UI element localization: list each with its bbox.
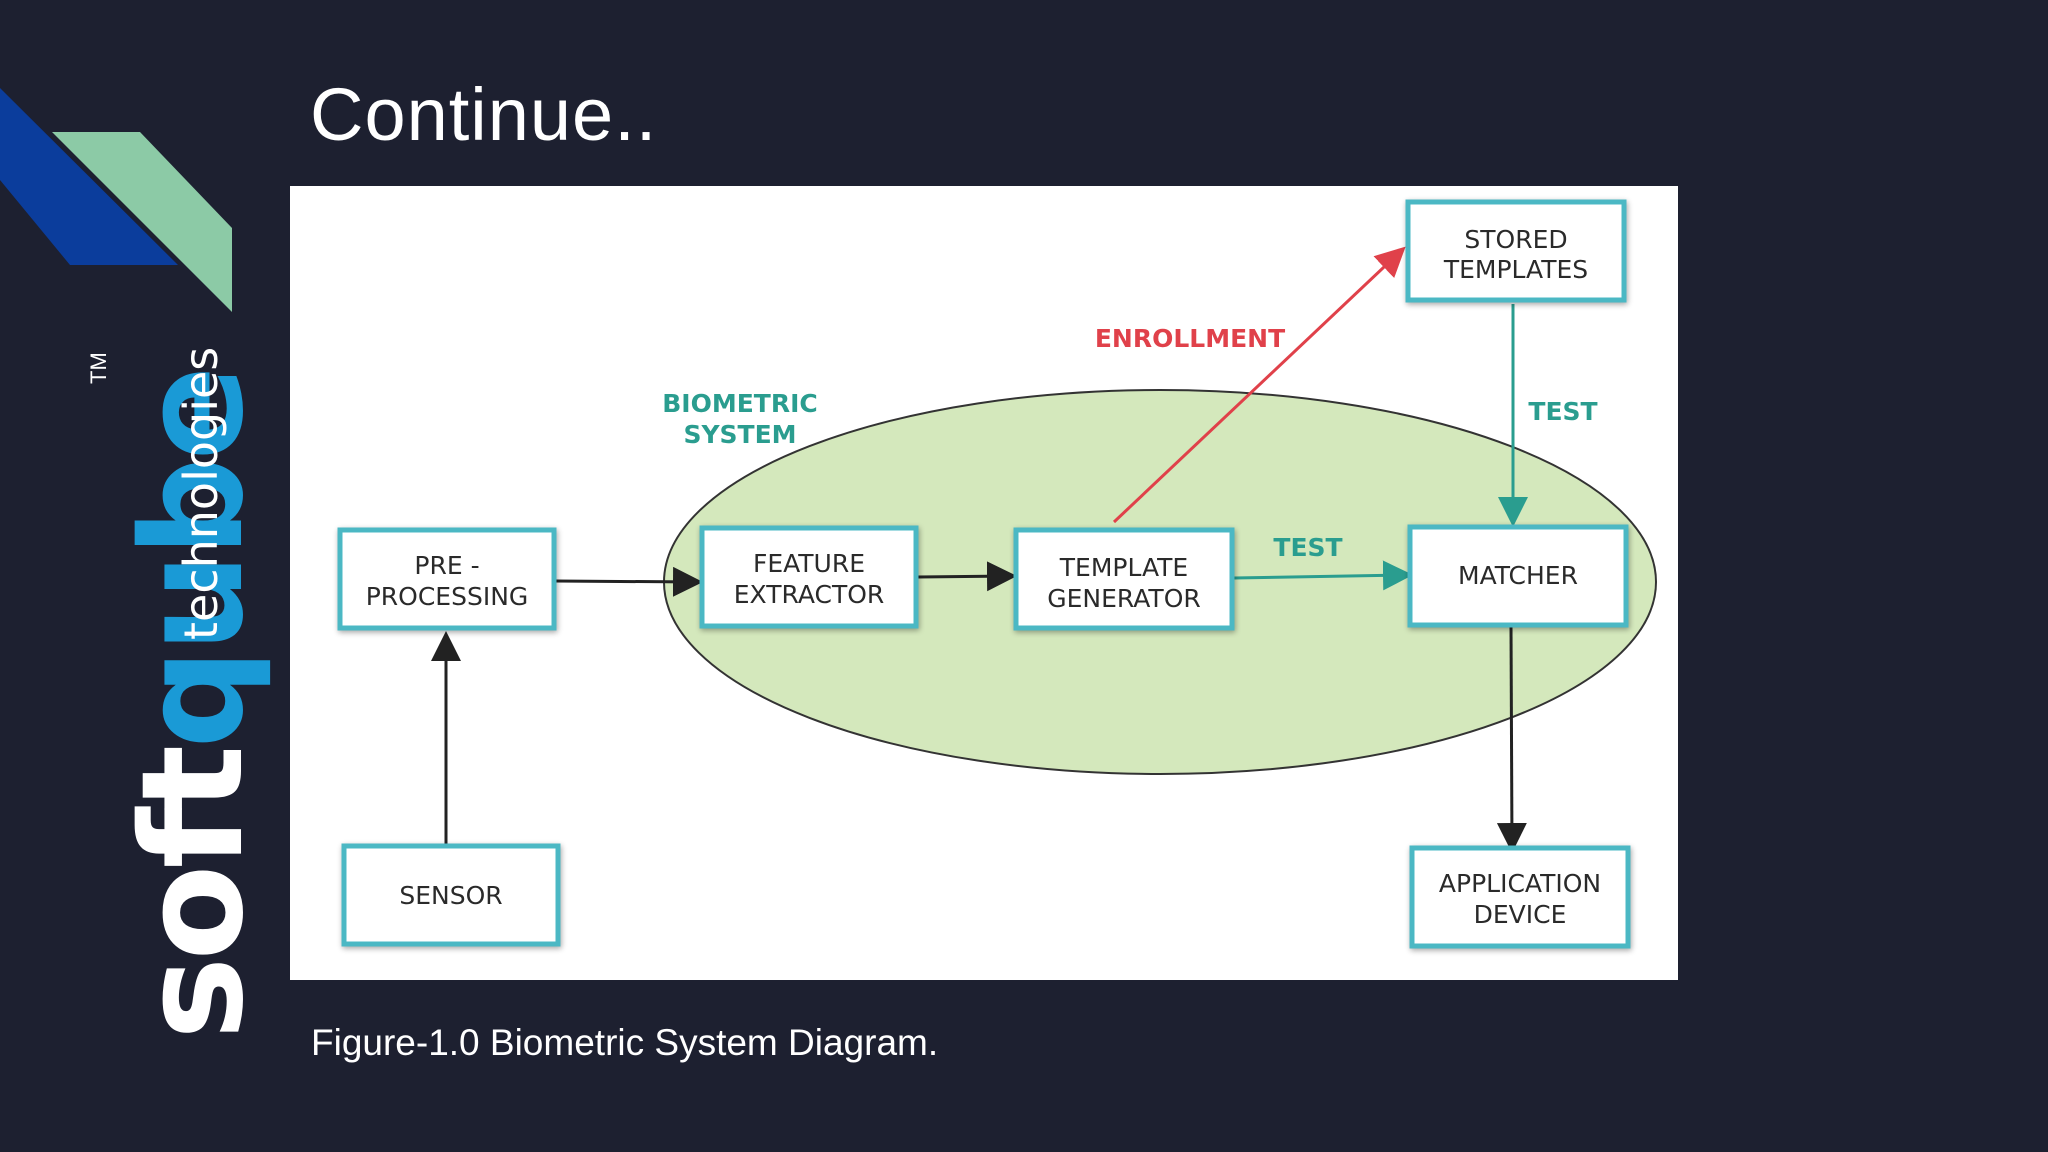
- svg-text:EXTRACTOR: EXTRACTOR: [734, 580, 885, 609]
- figure-caption: Figure-1.0 Biometric System Diagram.: [311, 1022, 939, 1063]
- slide-title: Continue..: [310, 73, 658, 156]
- label-test-vertical: TEST: [1528, 397, 1597, 426]
- logo-stripes: [0, 88, 232, 312]
- biometric-diagram: BIOMETRIC SYSTEM ENROLLMENT TEST TEST ST…: [337, 199, 1657, 949]
- region-label-biometric: BIOMETRIC: [662, 389, 818, 418]
- arrow-preprocessing-to-feature: [555, 566, 703, 597]
- box-stored-templates: STORED TEMPLATES: [1405, 199, 1627, 303]
- arrow-matcher-to-application: [1496, 625, 1527, 853]
- svg-text:GENERATOR: GENERATOR: [1047, 584, 1201, 613]
- svg-text:PROCESSING: PROCESSING: [366, 582, 529, 611]
- arrow-feature-to-template: [917, 561, 1017, 592]
- svg-text:PRE -: PRE -: [414, 551, 479, 580]
- box-pre-processing: PRE - PROCESSING: [337, 527, 557, 631]
- label-enrollment: ENROLLMENT: [1095, 324, 1285, 353]
- arrow-template-to-stored-enrollment: [1112, 246, 1406, 524]
- brand-subtitle: technologies: [174, 346, 228, 640]
- svg-text:APPLICATION: APPLICATION: [1439, 869, 1601, 898]
- svg-text:TEMPLATE: TEMPLATE: [1059, 553, 1188, 582]
- box-application-device: APPLICATION DEVICE: [1409, 845, 1631, 949]
- figure-panel: BIOMETRIC SYSTEM ENROLLMENT TEST TEST ST…: [290, 186, 1678, 980]
- box-template-generator: TEMPLATE GENERATOR: [1013, 527, 1235, 631]
- svg-text:SENSOR: SENSOR: [399, 881, 502, 910]
- svg-text:MATCHER: MATCHER: [1458, 561, 1578, 590]
- box-feature-extractor: FEATURE EXTRACTOR: [699, 525, 919, 629]
- arrow-template-to-matcher: [1233, 560, 1413, 591]
- box-sensor: SENSOR: [341, 843, 561, 947]
- svg-text:DEVICE: DEVICE: [1474, 900, 1567, 929]
- svg-text:TEMPLATES: TEMPLATES: [1443, 255, 1588, 284]
- region-label-system: SYSTEM: [683, 420, 796, 449]
- svg-text:STORED: STORED: [1464, 225, 1567, 254]
- brand-trademark: TM: [86, 352, 111, 384]
- svg-text:FEATURE: FEATURE: [753, 549, 865, 578]
- box-matcher: MATCHER: [1407, 524, 1629, 628]
- label-test-horizontal: TEST: [1273, 533, 1342, 562]
